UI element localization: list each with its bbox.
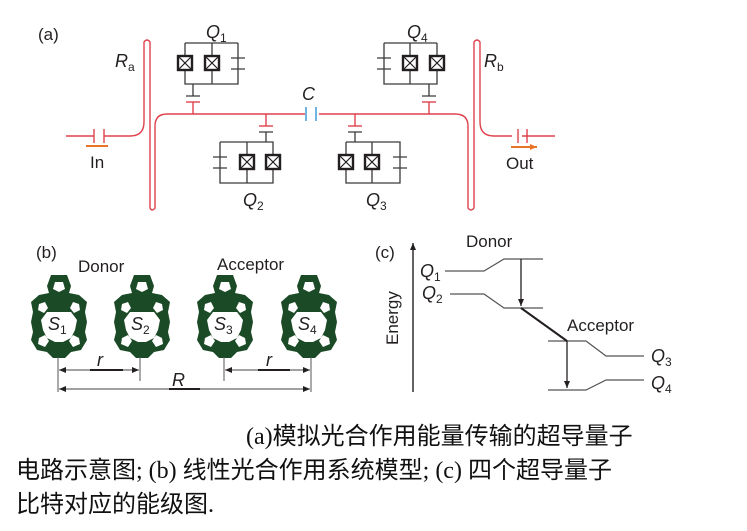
site-s4: S4 [281, 275, 337, 358]
qubit-q3-circuit [337, 114, 407, 184]
site-s2: S2 [114, 275, 170, 358]
input-label: In [90, 153, 104, 172]
svg-text:S2: S2 [131, 314, 150, 337]
svg-text:S4: S4 [298, 314, 317, 337]
panel-a-label: (a) [38, 25, 59, 44]
coupling-capacitor-label: C [302, 84, 316, 104]
level-q3-label: Q3 [651, 346, 672, 369]
donor-label-c: Donor [466, 232, 513, 251]
site-s3: S3 [197, 275, 253, 358]
level-q2-label: Q2 [422, 283, 443, 306]
qubit-q2-circuit [213, 114, 282, 184]
panel-c-label: (c) [375, 243, 395, 262]
svg-text:S3: S3 [214, 314, 233, 337]
coupler-gap [305, 108, 319, 120]
figure-caption: (a)模拟光合作用能量传输的超导量子 电路示意图; (b) 线性光合作用系统模型… [16, 420, 716, 522]
panel-b-label: (b) [36, 243, 57, 262]
energy-axis-label: Energy [383, 291, 402, 345]
acceptor-label-c: Acceptor [567, 316, 634, 335]
energy-levels [445, 258, 644, 391]
resonator-a [66, 39, 555, 211]
distance-R-label: R [172, 370, 185, 390]
caption-line-1: (a)模拟光合作用能量传输的超导量子 [246, 424, 633, 450]
qubit-q2-label: Q2 [243, 190, 264, 213]
distance-markers [57, 357, 312, 392]
resonator-a-label: Ra [115, 51, 135, 74]
caption-line-3: 比特对应的能级图. [16, 492, 214, 518]
figure: (a) In Out Ra Rb C Q1 Q4 [31, 22, 672, 396]
qubit-q3-label: Q3 [366, 190, 387, 213]
distance-r-left-label: r [97, 350, 104, 370]
output-capacitor [517, 129, 528, 143]
coupling-capacitor [305, 107, 317, 121]
resonator-b-label: Rb [484, 51, 504, 74]
qubit-q4-label: Q4 [407, 22, 428, 45]
level-q1-label: Q1 [420, 261, 441, 284]
svg-text:S1: S1 [48, 314, 67, 337]
distance-r-right-label: r [266, 350, 273, 370]
qubit-q4-circuit [377, 42, 446, 114]
input-capacitor [93, 129, 105, 143]
caption-line-2: 电路示意图; (b) 线性光合作用系统模型; (c) 四个超导量子 [16, 458, 612, 484]
qubit-q1-circuit [176, 42, 245, 114]
acceptor-label-b: Acceptor [217, 255, 284, 274]
level-q4-label: Q4 [651, 373, 672, 396]
output-label: Out [506, 154, 534, 173]
site-s1: S1 [31, 275, 87, 358]
donor-label-b: Donor [78, 257, 125, 276]
transfer-line [520, 307, 568, 342]
qubit-q1-label: Q1 [206, 22, 227, 45]
